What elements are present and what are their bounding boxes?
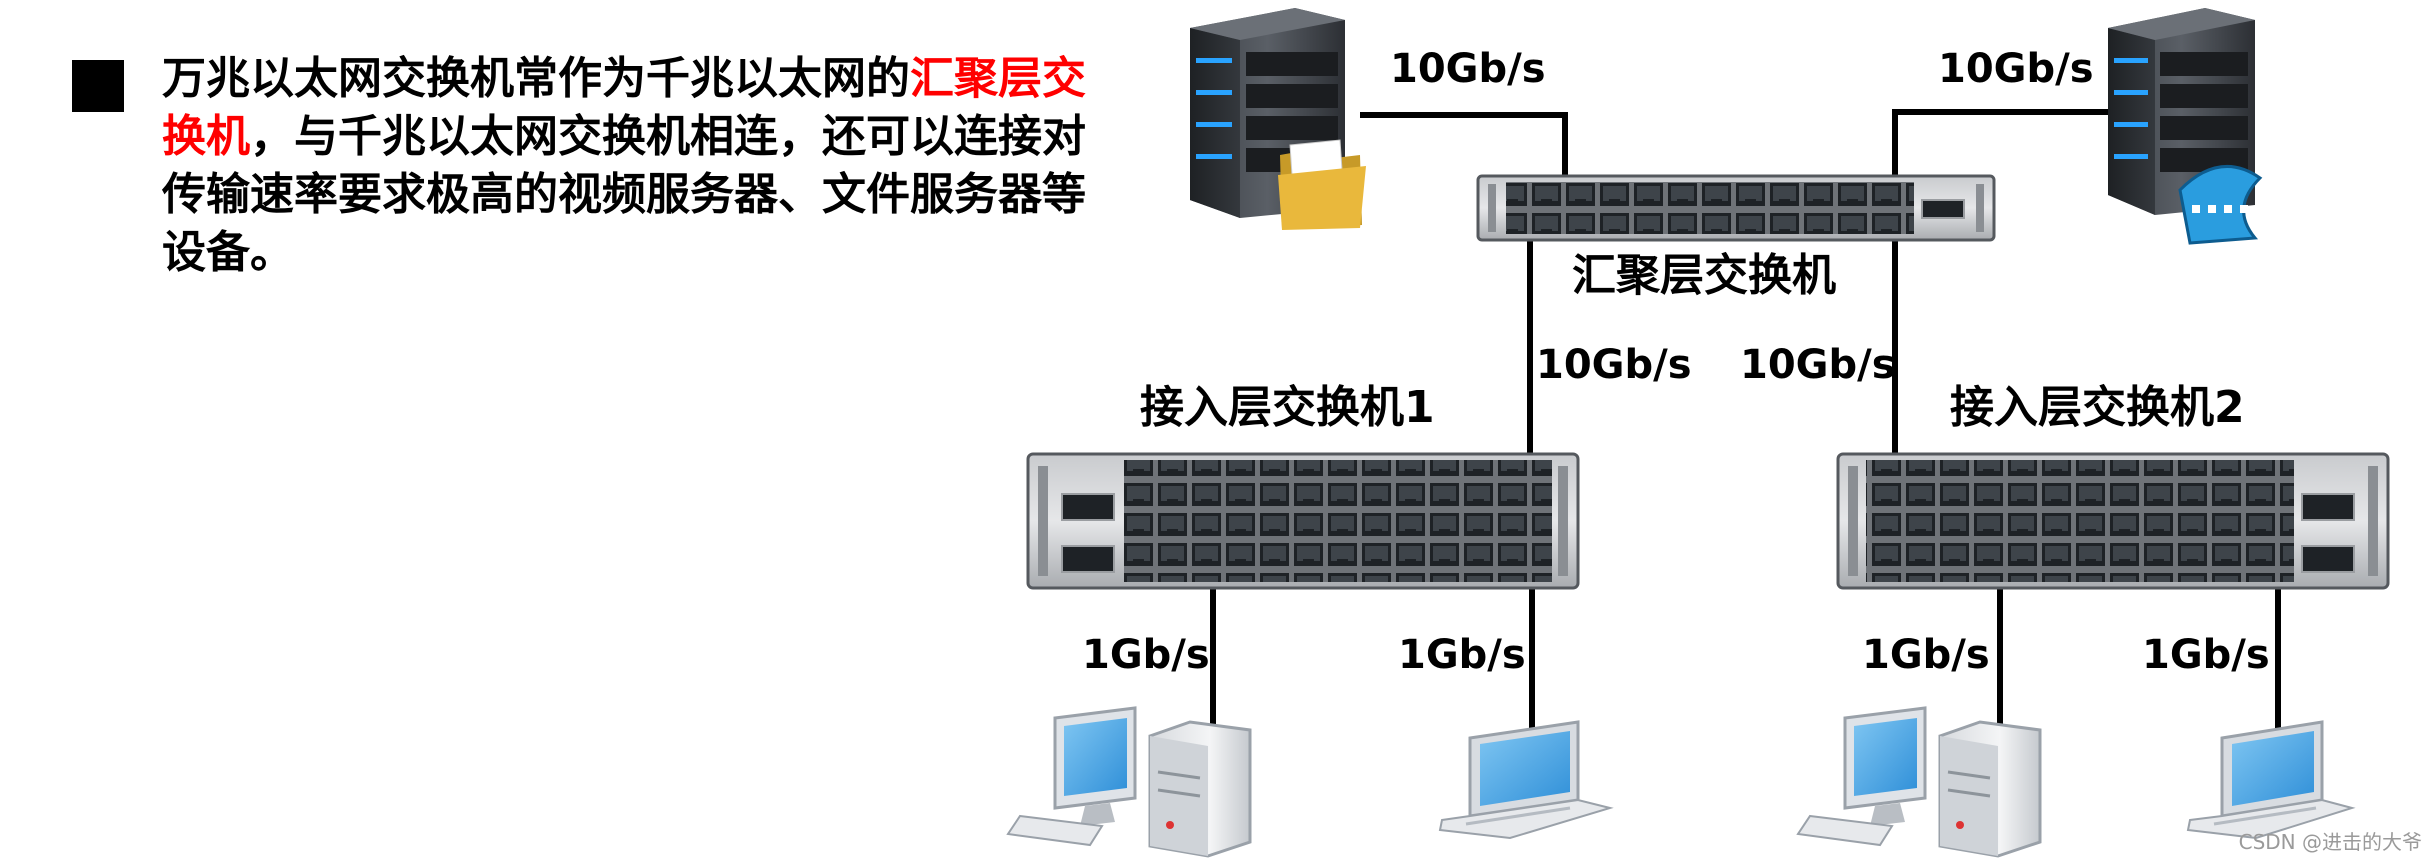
label-link-a1-laptop: 1Gb/s — [1398, 632, 1526, 678]
connection-lines — [1210, 109, 2281, 740]
aggregation-switch — [1476, 174, 1996, 242]
label-link-agg-access1: 10Gb/s — [1536, 342, 1692, 388]
label-link-file-server: 10Gb/s — [1390, 46, 1546, 92]
desktop-computer-icon — [1006, 706, 1252, 858]
label-link-video-server: 10Gb/s — [1938, 46, 2094, 92]
link-file-server-to-aggregation — [1360, 112, 1568, 178]
file-server-icon — [1190, 8, 1366, 230]
access-switch-1 — [1026, 452, 1580, 590]
video-server-icon — [2108, 8, 2263, 245]
label-link-a1-desktop: 1Gb/s — [1082, 632, 1210, 678]
watermark: CSDN @进击的大爷 — [2238, 830, 2422, 854]
desktop-computer-icon — [1796, 706, 2042, 858]
laptop-icon — [2186, 720, 2356, 840]
label-aggregation-switch: 汇聚层交换机 — [1572, 250, 1836, 301]
label-link-agg-access2: 10Gb/s — [1740, 342, 1896, 388]
label-access-switch-2: 接入层交换机2 — [1950, 382, 2245, 433]
description-paragraph: 万兆以太网交换机常作为千兆以太网的汇聚层交换机，与千兆以太网交换机相连，还可以连… — [162, 50, 1092, 282]
paragraph-part-1: 万兆以太网交换机常作为千兆以太网的 — [162, 53, 910, 104]
label-link-a2-desktop: 1Gb/s — [1862, 632, 1990, 678]
square-bullet-icon — [72, 60, 124, 112]
paragraph-highlight: 汇聚层交换机 — [162, 53, 1086, 162]
link-video-server-to-aggregation — [1892, 109, 2128, 178]
laptop-icon — [1438, 720, 1614, 840]
access-switch-2 — [1836, 452, 2390, 590]
label-access-switch-1: 接入层交换机1 — [1140, 382, 1435, 433]
paragraph-part-2: ，与千兆以太网交换机相连，还可以连接对传输速率要求极高的视频服务器、文件服务器等… — [162, 111, 1086, 278]
label-link-a2-laptop: 1Gb/s — [2142, 632, 2270, 678]
